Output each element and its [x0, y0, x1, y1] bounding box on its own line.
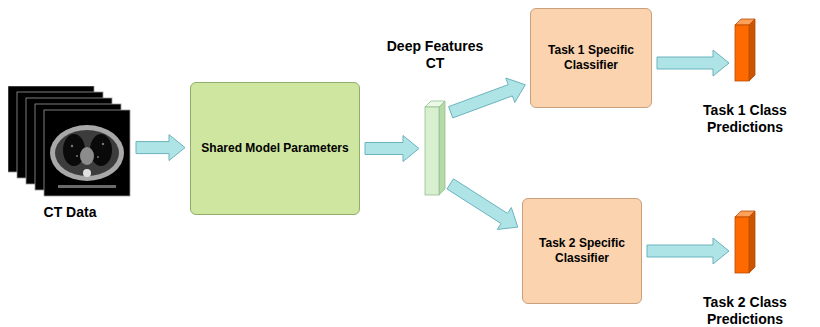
- node-label: Task 1 Specific Classifier: [539, 43, 643, 73]
- ct-vessel: [102, 143, 104, 145]
- ct-vessel: [71, 145, 73, 147]
- feature-bar: [424, 100, 446, 196]
- bar-front: [735, 217, 749, 273]
- process-box: Task 1 Specific Classifier: [530, 8, 652, 108]
- process-box: Task 2 Specific Classifier: [522, 198, 642, 304]
- bar-front: [425, 107, 439, 195]
- ct-vessel: [76, 155, 78, 157]
- node-label: Deep Features CT: [380, 38, 490, 72]
- node-label: Task 1 Class Predictions: [690, 102, 800, 136]
- node-label: Task 2 Specific Classifier: [531, 236, 633, 266]
- flow-arrow: [447, 179, 518, 230]
- flow-arrow: [647, 238, 729, 264]
- prediction-bar: Task 1 Class Predictions: [690, 18, 800, 136]
- ct-body: [50, 125, 124, 181]
- flow-arrow: [136, 135, 185, 161]
- feature-bar: [734, 18, 756, 82]
- flow-arrow: [449, 78, 526, 118]
- flow-arrow: [365, 136, 419, 162]
- input-data-node: CT Data: [8, 86, 132, 221]
- node-label: Shared Model Parameters: [201, 141, 348, 156]
- ct-table: [58, 185, 116, 188]
- bar-front: [735, 25, 749, 81]
- ct-lung: [90, 134, 112, 166]
- ct-tissue: [55, 130, 119, 176]
- ct-heart: [80, 147, 94, 165]
- bar-side: [749, 19, 755, 81]
- prediction-bar: Task 2 Class Predictions: [690, 210, 800, 327]
- ct-slice: [44, 110, 130, 196]
- node-label: Task 2 Class Predictions: [690, 294, 800, 327]
- bar-side: [439, 101, 445, 195]
- bar-side: [749, 211, 755, 273]
- ct-vessel: [97, 156, 99, 158]
- ct-image-stack: [8, 86, 132, 198]
- ct-spine: [83, 169, 91, 177]
- flow-arrow: [657, 50, 729, 76]
- node-label: CT Data: [8, 204, 132, 221]
- feature-vector: Deep Features CT: [380, 38, 490, 196]
- process-box: Shared Model Parameters: [190, 82, 360, 215]
- feature-bar: [734, 210, 756, 274]
